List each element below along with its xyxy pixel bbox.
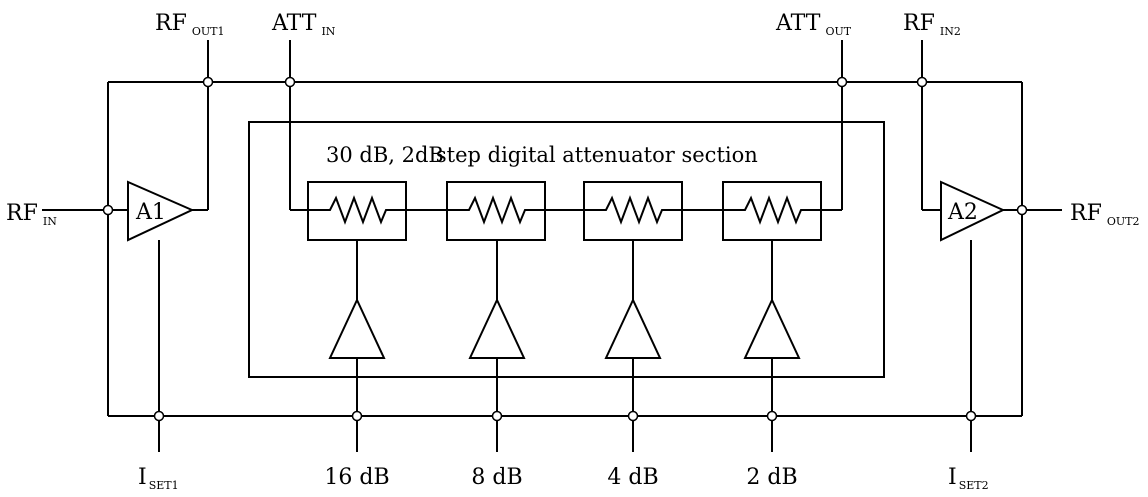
junction-node [284, 76, 296, 88]
junction-node [916, 76, 928, 88]
junction-node [102, 204, 114, 216]
attenuator-cell-4db [583, 181, 683, 241]
svg-text:A1: A1 [135, 200, 166, 225]
driver-buffer [743, 297, 801, 359]
junction-node [965, 410, 977, 422]
attenuator-section-frame [248, 121, 885, 378]
attenuator-cell-8db [446, 181, 546, 241]
amplifier-a1: A1 [127, 180, 195, 242]
junction-node [836, 76, 848, 88]
attenuator-cell-16db [307, 181, 407, 241]
bit-label-2db: 2 dB [746, 465, 797, 490]
junction-node [351, 410, 363, 422]
junction-node [1016, 204, 1028, 216]
attenuator-section-title: 30 dB, 2dBstep digital attenuator sectio… [326, 143, 758, 167]
driver-buffer [604, 297, 662, 359]
junction-node [153, 410, 165, 422]
junction-node [627, 410, 639, 422]
amplifier-a2: A2 [940, 180, 1006, 242]
junction-node [766, 410, 778, 422]
junction-node [491, 410, 503, 422]
bit-label-16db: 16 dB [324, 465, 389, 490]
bit-label-8db: 8 dB [471, 465, 522, 490]
driver-buffer [328, 297, 386, 359]
bit-label-4db: 4 dB [607, 465, 658, 490]
attenuator-cell-2db [722, 181, 822, 241]
driver-buffer [468, 297, 526, 359]
junction-node [202, 76, 214, 88]
svg-text:A2: A2 [947, 200, 978, 225]
